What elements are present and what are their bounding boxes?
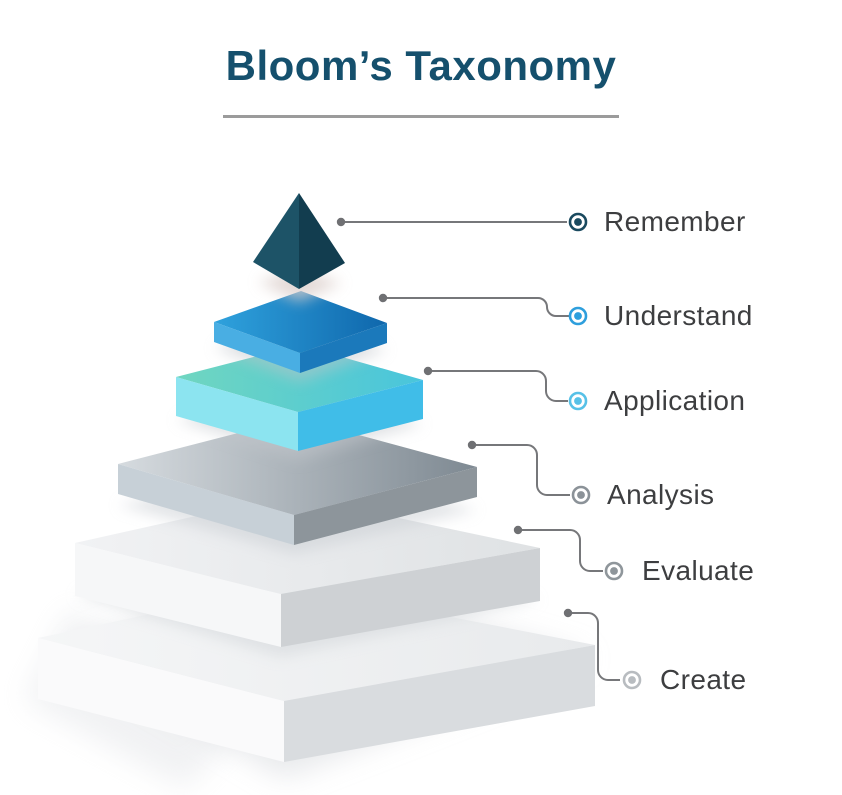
- label-evaluate: Evaluate: [642, 555, 755, 586]
- connector-evaluate: [522, 529, 603, 572]
- label-application: Application: [604, 385, 746, 416]
- marker-create-icon: [622, 670, 642, 690]
- start-dot-understand: [378, 293, 388, 303]
- label-analysis: Analysis: [607, 479, 715, 510]
- start-dot-application: [423, 366, 433, 376]
- connector-application: [432, 370, 568, 402]
- start-dot-remember: [336, 217, 346, 227]
- connector-understand: [387, 297, 569, 317]
- pyramid-level-analysis: [118, 418, 477, 545]
- pyramid-level-remember: [253, 193, 345, 289]
- start-dot-create: [563, 608, 573, 618]
- label-create: Create: [660, 664, 747, 695]
- connector-create: [572, 612, 620, 681]
- pyramid-level-understand: [214, 291, 387, 373]
- marker-remember-icon: [568, 212, 588, 232]
- marker-understand-icon: [568, 306, 588, 326]
- marker-evaluate-icon: [604, 561, 624, 581]
- connector-lines: [345, 221, 620, 681]
- connector-start-dots: [336, 217, 573, 618]
- start-dot-analysis: [467, 440, 477, 450]
- title-underline: [223, 115, 619, 118]
- page-title: Bloom’s Taxonomy: [225, 42, 617, 89]
- marker-analysis-icon: [571, 485, 591, 505]
- marker-application-icon: [568, 391, 588, 411]
- label-understand: Understand: [604, 300, 753, 331]
- connector-analysis: [476, 444, 570, 496]
- start-dot-evaluate: [513, 525, 523, 535]
- label-remember: Remember: [604, 206, 746, 237]
- level-markers: [568, 212, 642, 690]
